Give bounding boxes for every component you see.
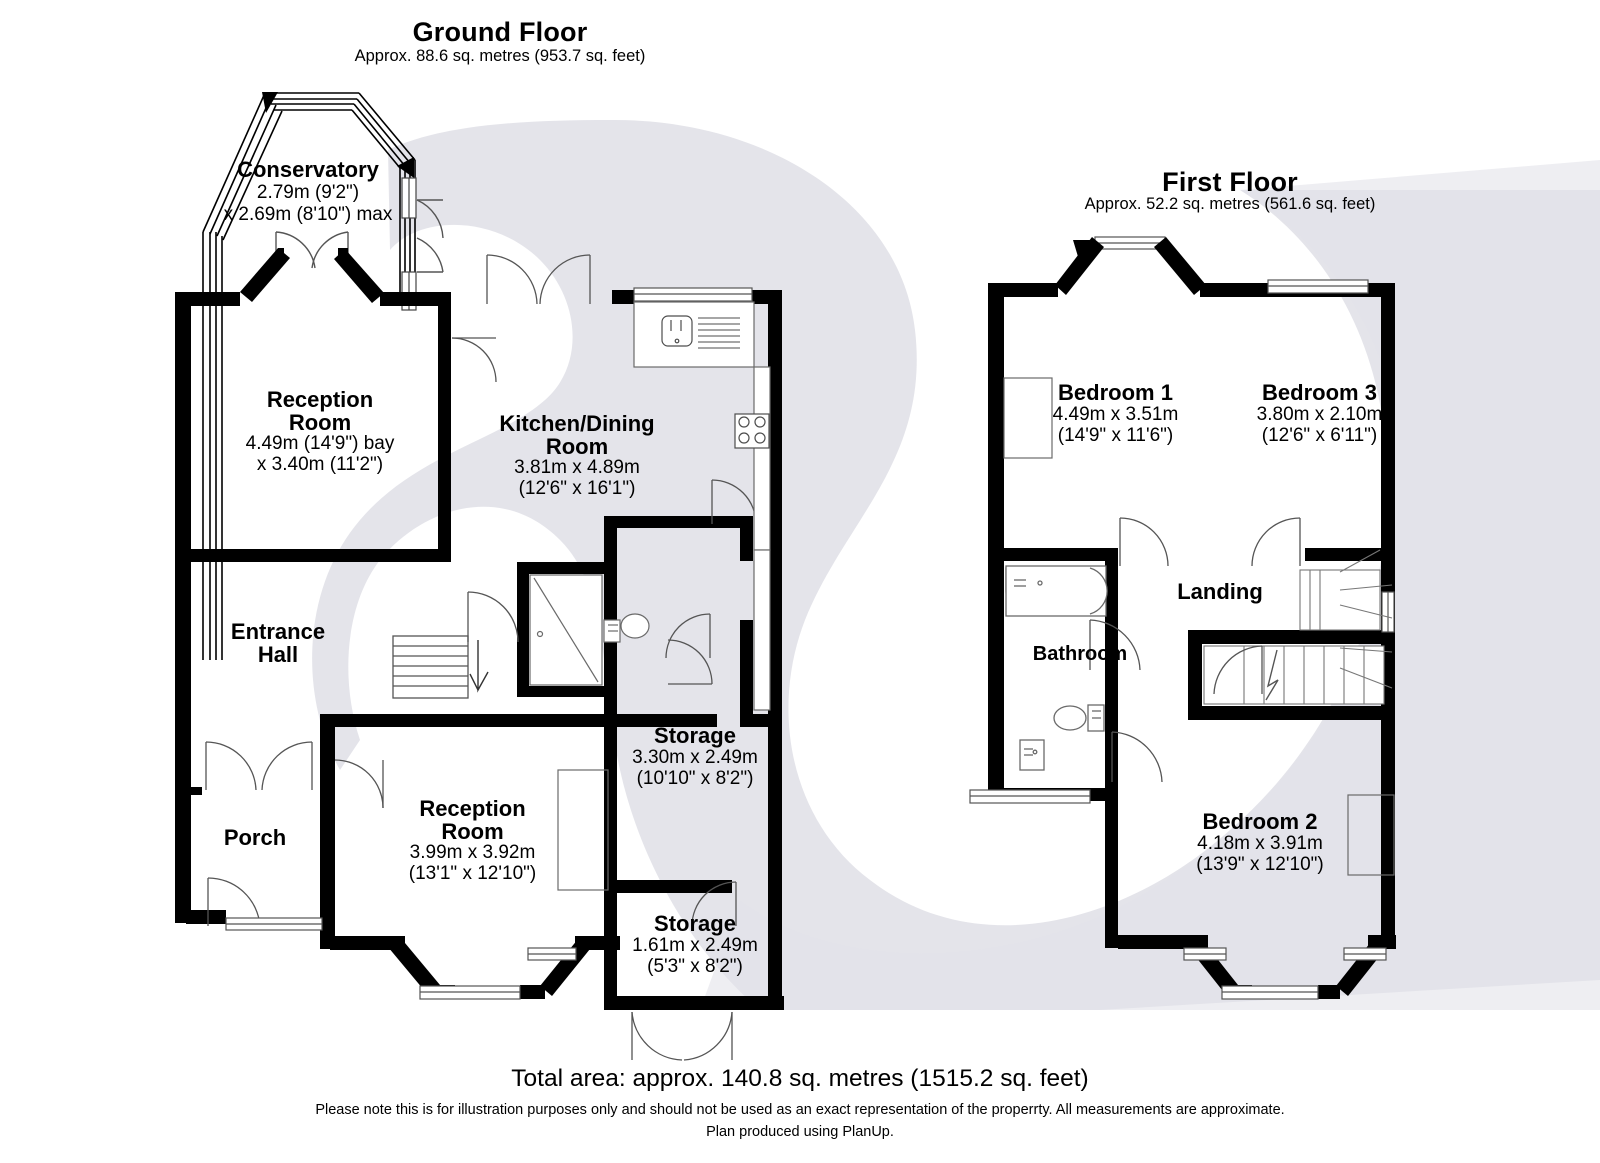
ground-floor-walls	[175, 248, 784, 1010]
room-label-reception-front-line2: Room	[288, 410, 352, 435]
room-label-reception-rear-line2: Room	[441, 819, 504, 844]
room-dims-kitchen-1: 3.81m x 4.89m	[514, 457, 640, 478]
room-label-entrance-hall-line1: Entrance	[230, 619, 326, 644]
ground-floor-title: Ground Floor	[412, 17, 588, 47]
room-label-porch: Porch	[223, 825, 287, 850]
kitchen-counter	[633, 301, 755, 368]
room-label-bathroom: Bathroom	[1032, 643, 1128, 665]
conservatory-corner-left	[262, 92, 278, 113]
first-floor-title: First Floor	[1162, 167, 1298, 197]
room-label-conservatory: Conservatory	[237, 157, 379, 182]
first-floor-windows	[969, 279, 1395, 1000]
room-dims-bedroom-3-2: (12'6" x 6'11")	[1261, 425, 1378, 446]
ground-floor-thin-lines	[557, 769, 609, 891]
bedroom2-alcove-outline	[1347, 794, 1395, 876]
bedroom1-alcove-outline	[1003, 377, 1053, 459]
room-label-storage-large: Storage	[654, 723, 736, 748]
wash-basin-icon	[1019, 739, 1045, 771]
room-label-kitchen-line2: Room	[545, 434, 609, 459]
room-dims-bedroom-2-1: 4.18m x 3.91m	[1197, 833, 1323, 854]
wc-icon-first	[1053, 704, 1105, 732]
room-dims-storage-large-1: 3.30m x 2.49m	[632, 747, 758, 768]
room-label-bedroom-3: Bedroom 3	[1262, 380, 1377, 405]
room-dims-bedroom-2-2: (13'9" x 12'10")	[1196, 854, 1324, 875]
room-dims-conservatory-1: 2.79m (9'2")	[256, 182, 360, 203]
wc-icon-ground	[603, 613, 650, 643]
disclaimer-line-2: Plan produced using PlanUp.	[706, 1124, 894, 1140]
room-dims-conservatory-2: x 2.69m (8'10") max	[223, 204, 393, 225]
conservatory-window-upper	[401, 177, 417, 219]
room-label-entrance-hall-line2: Hall	[257, 642, 299, 667]
room-label-bedroom-2: Bedroom 2	[1202, 809, 1318, 834]
room-label-kitchen-line1: Kitchen/Dining	[499, 411, 655, 436]
first-floor-door-swings	[1089, 517, 1301, 783]
room-dims-reception-rear-2: (13'1" x 12'10")	[408, 863, 537, 884]
ground-floor-area-note: Approx. 88.6 sq. metres (953.7 sq. feet)	[354, 47, 646, 65]
first-floor-bay-walls	[1055, 237, 1206, 295]
room-dims-storage-small-1: 1.61m x 2.49m	[632, 935, 758, 956]
room-label-landing: Landing	[1177, 579, 1263, 604]
room-dims-bedroom-3-1: 3.80m x 2.10m	[1256, 404, 1383, 425]
ground-floor-plan	[175, 92, 784, 1061]
room-label-reception-front-line1: Reception	[266, 387, 374, 412]
room-label-storage-small: Storage	[654, 911, 736, 936]
ground-floor-windows	[225, 287, 753, 1000]
total-area-label: Total area: approx. 140.8 sq. metres (15…	[511, 1065, 1089, 1092]
room-dims-bedroom-1-1: 4.49m x 3.51m	[1052, 404, 1179, 425]
first-floor-plan	[969, 236, 1396, 1000]
bath-icon	[1005, 565, 1108, 617]
kitchen-base-units	[753, 366, 771, 711]
disclaimer-line-1: Please note this is for illustration pur…	[315, 1102, 1285, 1118]
room-label-bedroom-1: Bedroom 1	[1058, 380, 1173, 405]
room-label-reception-rear-line1: Reception	[419, 796, 526, 821]
room-dims-reception-front-1: 4.49m (14'9") bay	[245, 433, 395, 454]
conservatory-corner-right	[397, 157, 414, 178]
room-dims-kitchen-2: (12'6" x 16'1")	[518, 478, 636, 499]
room-dims-reception-rear-1: 3.99m x 3.92m	[409, 842, 536, 863]
room-dims-storage-large-2: (10'10" x 8'2")	[636, 768, 754, 789]
room-dims-storage-small-2: (5'3" x 8'2")	[647, 956, 743, 977]
kitchen-hob-icon	[734, 413, 770, 449]
stairs-down	[1203, 549, 1393, 705]
shower-cubicle-icon	[529, 574, 603, 686]
first-floor-area-note: Approx. 52.2 sq. metres (561.6 sq. feet)	[1084, 195, 1376, 213]
stairs-up	[392, 635, 489, 699]
room-dims-bedroom-1-2: (14'9" x 11'6")	[1057, 425, 1174, 446]
kitchen-sink-icon	[661, 315, 693, 347]
conservatory-door-swing	[416, 199, 444, 273]
kitchen-drainer-icon	[698, 317, 740, 349]
room-dims-reception-front-2: x 3.40m (11'2")	[256, 454, 384, 475]
